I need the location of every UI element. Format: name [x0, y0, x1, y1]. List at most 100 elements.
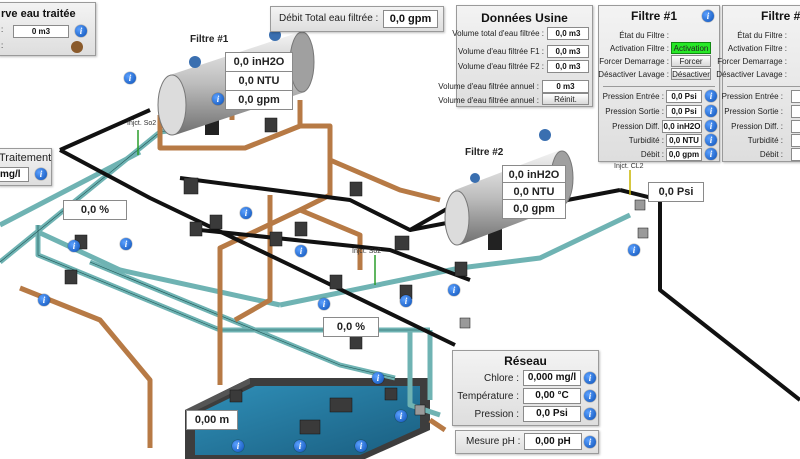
info-icon[interactable]: i: [35, 168, 47, 180]
info-icon[interactable]: i: [395, 410, 407, 422]
reseau-title: Réseau: [504, 354, 547, 368]
f1-row-label: Pression Sortie :: [605, 107, 664, 116]
etat-label: État du Filtre :: [737, 31, 787, 40]
desactiver-label: Désactiver Lavage :: [716, 70, 787, 79]
reseau-row-label: Température :: [457, 391, 519, 402]
usine-annual-value: 0 m3: [542, 80, 589, 93]
usine-reinit-label: Volume d'eau filtrée annuel :: [438, 96, 539, 105]
info-icon[interactable]: i: [124, 72, 136, 84]
reinit-button[interactable]: Réinit.: [542, 93, 589, 105]
filter1-ntu: 0,0 NTU: [225, 71, 293, 91]
info-icon[interactable]: i: [372, 372, 384, 384]
injection-cl2-label: Injct. CL2: [614, 163, 644, 170]
filter2-ntu: 0,0 NTU: [502, 182, 566, 202]
info-icon[interactable]: i: [705, 120, 717, 132]
info-icon[interactable]: i: [705, 105, 717, 117]
valve-percent-display: 0,0 %: [323, 317, 379, 337]
debit-total-panel: Débit Total eau filtrée : 0,0 gpm: [270, 6, 444, 32]
reseau-row-value: 0,0 Psi: [523, 406, 581, 422]
usine-row-label: Volume d'eau filtrée F2 :: [457, 62, 544, 71]
injection-so2-label: Injct. So2: [352, 248, 382, 255]
info-icon[interactable]: i: [705, 134, 717, 146]
info-icon[interactable]: i: [584, 436, 596, 448]
ph-panel: Mesure pH : 0,00 pH i: [455, 430, 599, 454]
f1-row-label: Turbidité :: [628, 136, 664, 145]
reseau-row-label: Pression :: [474, 409, 519, 420]
forcer-button[interactable]: Forcer: [671, 55, 711, 67]
f1-row-label: Pression Diff. :: [612, 122, 664, 131]
filter2-tank-label: Filtre #2: [465, 147, 504, 158]
valves: [64, 117, 649, 435]
f2-row-label: Débit :: [759, 150, 783, 159]
info-icon[interactable]: i: [628, 244, 640, 256]
info-icon[interactable]: i: [584, 390, 596, 402]
info-icon[interactable]: i: [75, 25, 87, 37]
f1-row-value: 0,0 Psi: [666, 90, 702, 103]
filtre1-panel: Filtre #1 i État du Filtre : Activation …: [598, 5, 720, 162]
info-icon[interactable]: i: [68, 240, 80, 252]
f1-row-value: 0,0 Psi: [666, 105, 702, 118]
usine-annual-label: Volume d'eau filtrée annuel :: [438, 82, 539, 91]
info-icon[interactable]: i: [355, 440, 367, 452]
info-icon[interactable]: i: [584, 372, 596, 384]
traitement-unit: mg/l: [0, 167, 29, 182]
filter2-flow: 0,0 gpm: [502, 199, 566, 219]
info-icon[interactable]: i: [705, 90, 717, 102]
reservoir-level: 0,00 m: [186, 410, 238, 430]
activation-label: Activation Filtre :: [727, 44, 787, 53]
filter1-dp: 0,0 inH2O: [225, 52, 293, 72]
traitement-title: Traitement: [0, 152, 52, 164]
usine-row-value: 0,0 m3: [547, 45, 589, 58]
info-icon[interactable]: i: [232, 440, 244, 452]
info-icon[interactable]: i: [318, 298, 330, 310]
activation-label: Activation Filtre :: [609, 44, 669, 53]
f1-row-value: 0,0 NTU: [666, 134, 702, 147]
reserve-panel: rve eau traitée 0 m3 i : :: [0, 2, 96, 56]
reseau-row-value: 0,000 mg/l: [523, 370, 581, 386]
ph-label: Mesure pH :: [466, 436, 521, 447]
reserve-value: 0 m3: [13, 25, 69, 38]
reseau-row-value: 0,00 °C: [523, 388, 581, 404]
injection-markers: [137, 130, 631, 285]
reserve-gauge-icon: [71, 41, 83, 53]
f1-row-value: 0,0 gpm: [666, 148, 702, 161]
donnees-usine-panel: Données Usine Volume total d'eau filtrée…: [438, 5, 593, 107]
etat-label: État du Filtre :: [619, 31, 669, 40]
forcer-label: Forcer Demarrage :: [717, 57, 787, 66]
donnees-usine-title: Données Usine: [481, 11, 568, 25]
desactiver-button[interactable]: Désactiver: [671, 68, 711, 80]
info-icon[interactable]: i: [120, 238, 132, 250]
debit-total-label: Débit Total eau filtrée :: [279, 13, 379, 24]
info-icon[interactable]: i: [212, 93, 224, 105]
info-icon[interactable]: i: [38, 294, 50, 306]
f1-row-label: Débit :: [640, 150, 664, 159]
injection-so2-label: Injct. So2: [127, 120, 157, 127]
info-icon[interactable]: i: [294, 440, 306, 452]
filtre2-panel: Filtre #2 État du Filtre : Activation Fi…: [716, 5, 800, 162]
f2-row-label: Turbidité :: [747, 136, 783, 145]
f1-row-label: Pression Entrée :: [602, 92, 664, 101]
filtre2-panel-title: Filtre #2: [761, 9, 800, 23]
info-icon[interactable]: i: [295, 245, 307, 257]
info-icon[interactable]: i: [584, 408, 596, 420]
f2-row-label: Pression Sortie :: [724, 107, 783, 116]
pressure-display: 0,0 Psi: [648, 182, 704, 202]
filter1-tank-label: Filtre #1: [190, 34, 229, 45]
info-icon[interactable]: i: [400, 295, 412, 307]
usine-row-label: Volume d'eau filtrée F1 :: [457, 47, 544, 56]
reseau-row-label: Chlore :: [483, 373, 519, 384]
usine-row-label: Volume total d'eau filtrée :: [452, 29, 544, 38]
valve-percent-display: 0,0 %: [63, 200, 127, 220]
ph-value: 0,00 pH: [524, 433, 582, 450]
activation-button[interactable]: Activation: [671, 42, 711, 54]
info-icon[interactable]: i: [240, 207, 252, 219]
debit-total-value: 0,0 gpm: [383, 10, 438, 28]
reserve-title: rve eau traitée: [1, 8, 76, 20]
info-icon[interactable]: i: [702, 10, 714, 22]
f2-row-label: Pression Entrée :: [721, 92, 783, 101]
usine-row-value: 0,0 m3: [547, 60, 589, 73]
forcer-label: Forcer Demarrage :: [599, 57, 669, 66]
info-icon[interactable]: i: [705, 148, 717, 160]
info-icon[interactable]: i: [448, 284, 460, 296]
